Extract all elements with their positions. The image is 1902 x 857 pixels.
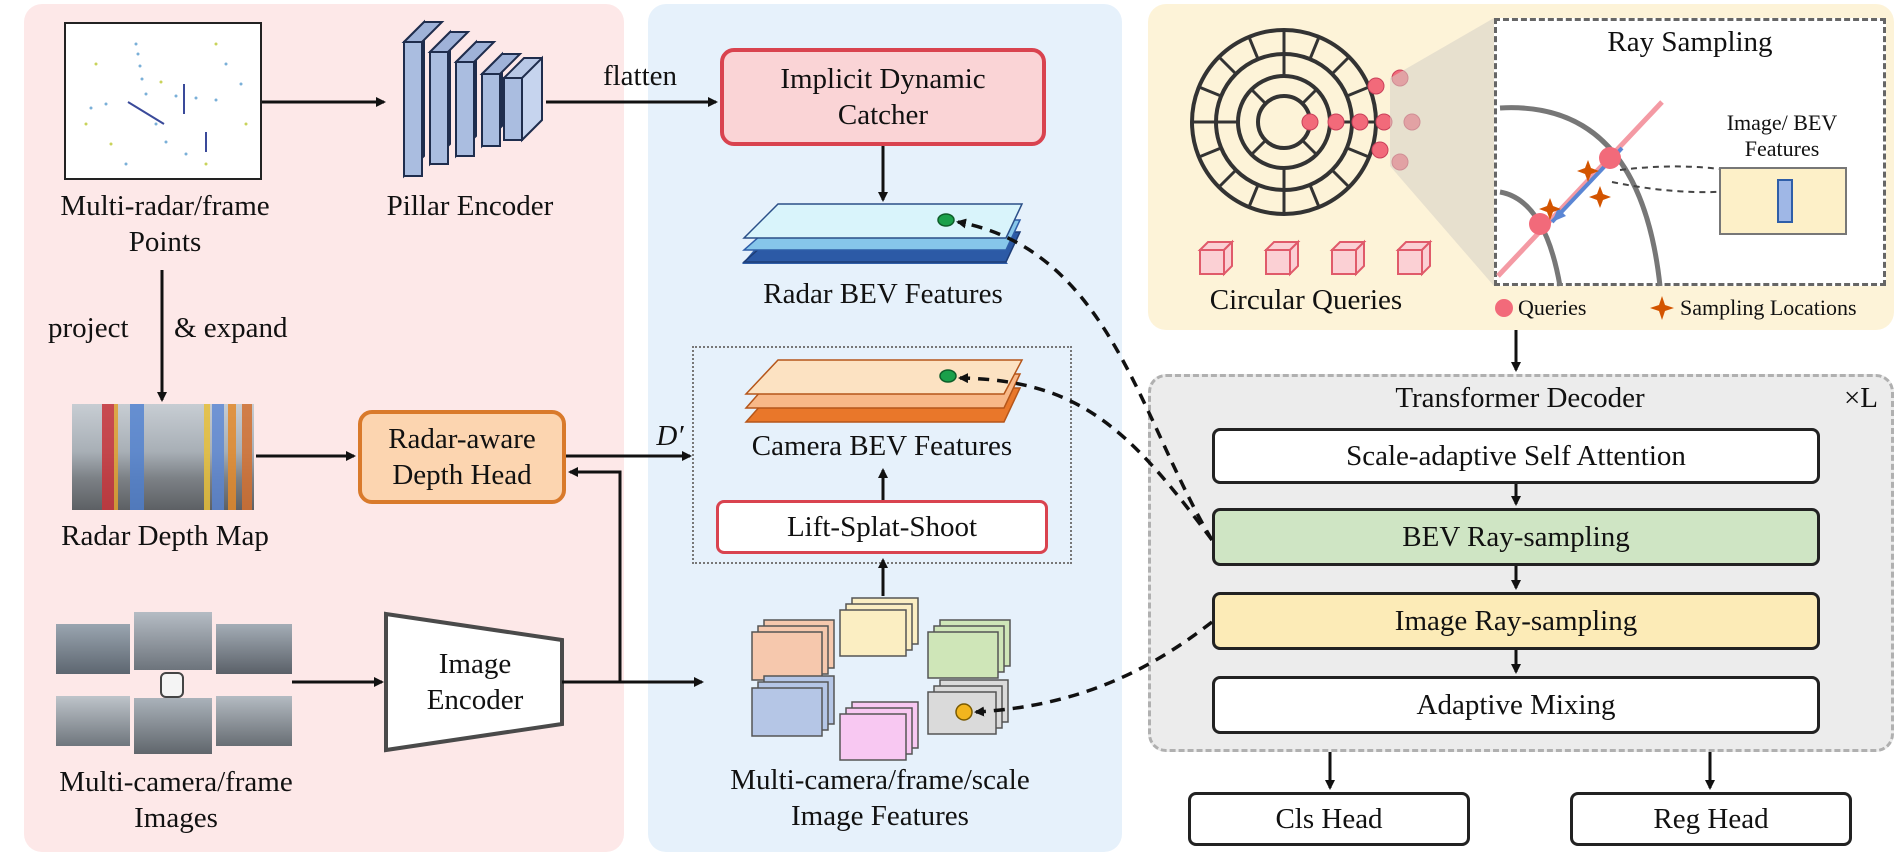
radar-points-label: Multi-radar/frame Points	[60, 190, 270, 258]
radar-aware-depth-head: Radar-aware Depth Head	[358, 410, 566, 504]
radar-bev-label: Radar BEV Features	[763, 278, 1003, 310]
multi-camera-images	[56, 612, 292, 754]
bev-ray-sampling-label: BEV Ray-sampling	[1402, 521, 1630, 553]
self-attention-label: Scale-adaptive Self Attention	[1346, 440, 1686, 472]
flatten-label: flatten	[602, 60, 678, 92]
legend-sampling-label: Sampling Locations	[1680, 295, 1857, 320]
dashed-image-sampling-to-image-features	[974, 620, 1214, 717]
ray-sampling-title: Ray Sampling	[1607, 26, 1773, 58]
project-label: project	[48, 312, 129, 344]
sampling-star-icon	[1650, 296, 1674, 320]
lift-splat-shoot: Lift-Splat-Shoot	[716, 500, 1048, 554]
radar-points-image	[64, 22, 262, 180]
arrow-encoder-to-depth-head	[568, 467, 622, 682]
implicit-dynamic-catcher: Implicit Dynamic Catcher	[720, 48, 1046, 146]
adaptive-mixing-label: Adaptive Mixing	[1416, 689, 1616, 721]
decoder-title: Transformer Decoder	[1395, 382, 1645, 414]
decoder-layer-bev-ray-sampling: BEV Ray-sampling	[1212, 508, 1820, 566]
dashed-bev-sampling-to-camera-bev	[958, 373, 1214, 542]
image-ray-sampling-label: Image Ray-sampling	[1394, 605, 1638, 637]
camera-bev-label: Camera BEV Features	[751, 430, 1013, 462]
multi-camera-images-label: Multi-camera/frame Images	[59, 766, 293, 834]
query-dot-icon	[1495, 299, 1513, 317]
expand-label: & expand	[174, 312, 288, 344]
implicit-catcher-label: Implicit Dynamic Catcher	[780, 63, 986, 131]
decoder-layer-adaptive-mixing: Adaptive Mixing	[1212, 676, 1820, 734]
pillar-encoder-label: Pillar Encoder	[386, 190, 554, 222]
ray-sampling-inset	[1494, 18, 1886, 286]
image-encoder-label: Image Encoder	[426, 648, 524, 716]
reg-head-label: Reg Head	[1653, 803, 1769, 835]
image-features-label: Multi-camera/frame/scale Image Features	[730, 764, 1030, 832]
radar-depth-map-image	[72, 404, 254, 510]
query-cube-icon	[1197, 239, 1235, 277]
reg-head: Reg Head	[1570, 792, 1852, 846]
legend-queries-label: Queries	[1518, 295, 1587, 320]
circular-queries-label: Circular Queries	[1209, 284, 1403, 316]
dashed-bev-sampling-to-radar-bev	[956, 218, 1214, 541]
radar-points-scatter	[84, 42, 248, 166]
depth-head-label: Radar-aware Depth Head	[388, 423, 536, 491]
lss-label: Lift-Splat-Shoot	[786, 511, 978, 543]
cls-head: Cls Head	[1188, 792, 1470, 846]
cls-head-label: Cls Head	[1275, 803, 1383, 835]
depth-symbol: D′	[656, 420, 684, 452]
decoder-layer-self-attention: Scale-adaptive Self Attention	[1212, 428, 1820, 484]
repeat-label: ×L	[1843, 382, 1879, 414]
decoder-layer-image-ray-sampling: Image Ray-sampling	[1212, 592, 1820, 650]
image-bev-features-label: Image/ BEV Features	[1726, 110, 1838, 161]
radar-depth-map-label: Radar Depth Map	[61, 520, 269, 552]
